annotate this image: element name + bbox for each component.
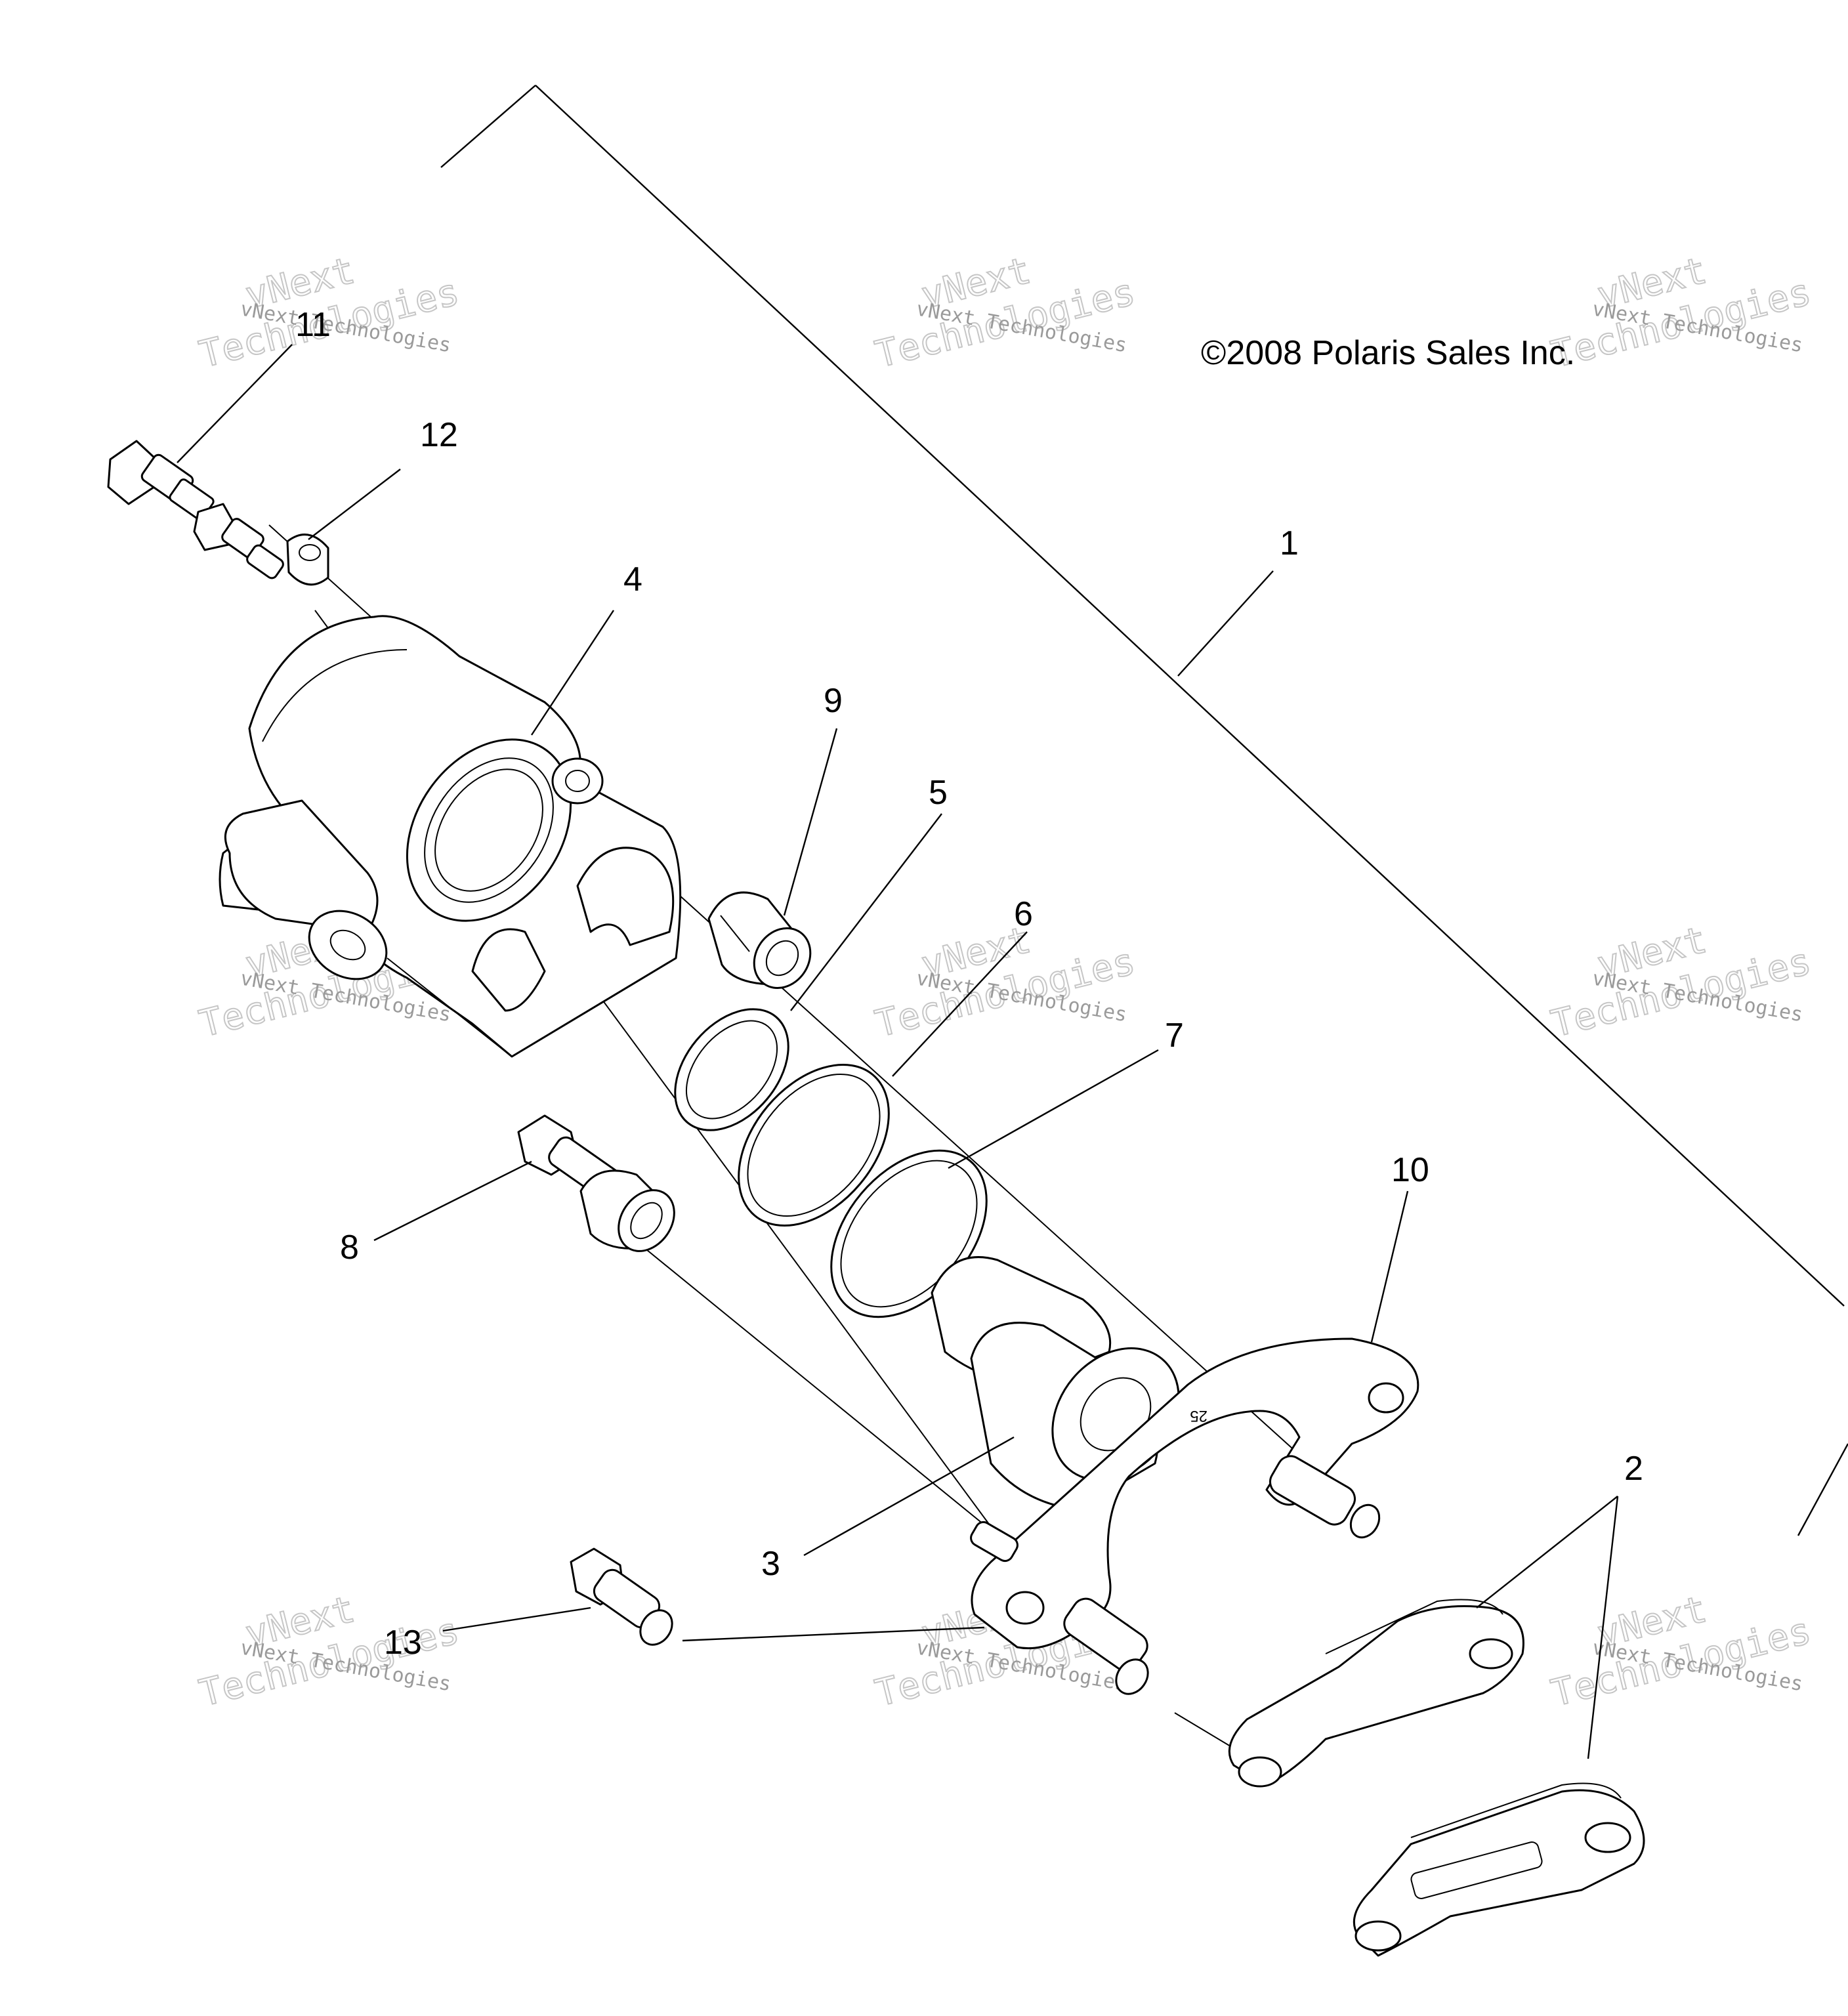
callout-1: 1 xyxy=(1280,524,1299,562)
callout-2: 2 xyxy=(1624,1450,1643,1488)
brake-pad-inner-part xyxy=(1228,1599,1524,1788)
bleeder-fitting-part xyxy=(107,440,284,579)
callout-labels: 1 2 3 4 5 6 7 8 9 10 11 12 13 xyxy=(295,306,1643,1662)
callout-10: 10 xyxy=(1391,1151,1429,1189)
watermark-7: vNext Technologies vNext Technologies xyxy=(195,1587,464,1716)
callout-7: 7 xyxy=(1165,1017,1184,1055)
brake-pad-outer-part xyxy=(1353,1782,1645,1957)
assembly-frame xyxy=(440,85,1848,1536)
dust-seal-ring-part xyxy=(738,1064,890,1227)
callout-11: 11 xyxy=(295,306,331,344)
callout-3: 3 xyxy=(761,1545,780,1583)
bracket-bolt-part xyxy=(570,1547,673,1646)
watermark-9: vNext Technologies vNext Technologies xyxy=(1547,1587,1816,1716)
callout-6: 6 xyxy=(1014,895,1033,933)
watermark-5: vNext Technologies vNext Technologies xyxy=(871,918,1140,1047)
caliper-body-part xyxy=(219,615,682,1058)
piston-part xyxy=(931,1256,1180,1511)
watermark-6: vNext Technologies vNext Technologies xyxy=(1547,918,1816,1047)
watermark-3: vNext Technologies vNext Technologies xyxy=(1547,249,1816,377)
callout-9: 9 xyxy=(824,682,843,720)
slide-pin-part xyxy=(517,1114,675,1252)
copyright-notice: ©2008 Polaris Sales Inc. xyxy=(1201,334,1575,372)
bleeder-cap-part xyxy=(286,534,329,586)
seal-bushing-part xyxy=(707,891,812,990)
leader-lines xyxy=(177,344,1619,1759)
callout-12: 12 xyxy=(420,416,458,454)
small-seal-ring-part xyxy=(674,1008,789,1131)
callout-5: 5 xyxy=(929,774,948,812)
callout-4: 4 xyxy=(623,560,642,598)
callout-13: 13 xyxy=(384,1624,422,1662)
bracket-stamp: 25 xyxy=(1190,1407,1208,1425)
callout-8: 8 xyxy=(340,1228,359,1267)
caliper-bracket-part: 25 xyxy=(970,1337,1419,1695)
watermark-2: vNext Technologies vNext Technologies xyxy=(871,249,1140,377)
